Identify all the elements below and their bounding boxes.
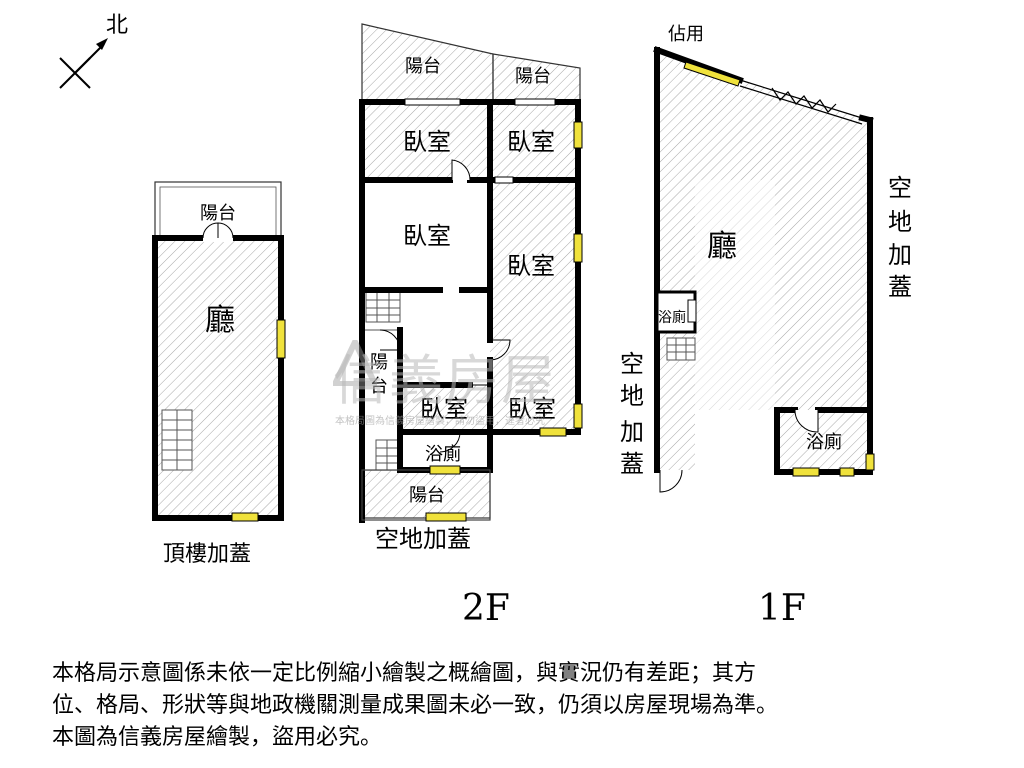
rooftop-hall-label: 廳 [205, 303, 235, 338]
floor-2-plan: 陽台 陽台 臥室 臥室 臥室 臥室 臥室 臥室 陽 台 浴廁 陽台 空地加蓋 2… [359, 23, 583, 629]
2f-bedroom-label: 臥室 [403, 128, 451, 156]
2f-bedroom-label: 臥室 [403, 222, 451, 250]
2f-floor-label: 2F [462, 588, 510, 629]
2f-bedroom-label: 臥室 [508, 395, 556, 423]
floor-1-plan: 佔用 廳 浴廁 浴廁 空 地 加 蓋 空 地 加 蓋 1F [620, 24, 912, 629]
2f-balcony-bottom-label: 陽台 [409, 485, 445, 506]
1f-right-addition-label: 蓋 [888, 273, 912, 301]
1f-bath-label: 浴廁 [806, 431, 842, 453]
window-icon [425, 512, 467, 522]
window-icon [276, 319, 286, 359]
north-compass-icon: 北 [59, 13, 128, 89]
1f-left-addition-label: 加 [620, 418, 644, 446]
rooftop-plan: 陽台 廳 頂樓加蓋 [152, 181, 286, 567]
window-icon [231, 512, 259, 522]
2f-balcony-right-label: 陽台 [515, 66, 551, 87]
2f-side-balcony-label: 陽 [370, 352, 388, 373]
1f-left-addition-label: 地 [620, 382, 644, 410]
1f-bath-small-label: 浴廁 [658, 309, 686, 326]
window-icon [839, 467, 855, 477]
2f-bedroom-label: 臥室 [420, 395, 468, 423]
brand-logo-icon [333, 340, 377, 386]
watermark-brand: 信義房屋 [333, 349, 557, 412]
1f-hall-label: 廳 [707, 229, 737, 264]
1f-right-addition-label: 空 [888, 174, 912, 202]
1f-right-addition-label: 地 [888, 208, 912, 236]
window-icon [573, 121, 583, 149]
1f-right-addition-label: 加 [888, 241, 912, 269]
watermark-note: 本格局圖為信義房屋繪製，請勿盜用，違者必究 [335, 416, 545, 427]
window-icon [865, 453, 875, 471]
window-icon [792, 467, 820, 477]
rooftop-caption: 頂樓加蓋 [163, 542, 251, 567]
window-icon [539, 427, 567, 437]
2f-side-balcony-label: 台 [370, 376, 388, 397]
1f-left-addition-label: 空 [620, 350, 644, 378]
disclaimer-text: 本格局示意圖係未依一定比例縮小繪製之概繪圖，與實況仍有差距；其方 位、格局、形狀… [52, 658, 982, 754]
2f-bedroom-label: 臥室 [507, 252, 555, 280]
1f-left-addition-label: 蓋 [620, 450, 644, 478]
disclaimer-line: 本格局示意圖係未依一定比例縮小繪製之概繪圖，與實況仍有差距；其方 [52, 661, 757, 686]
2f-bath-label: 浴廁 [425, 443, 461, 465]
window-icon [573, 233, 583, 263]
2f-bedroom-label: 臥室 [507, 128, 555, 156]
disclaimer-line: 位、格局、形狀等與地政機關測量成果圖未必一致，仍須以房屋現場為準。 [52, 693, 779, 718]
window-icon [573, 403, 583, 429]
2f-balcony-left-label: 陽台 [405, 56, 441, 77]
1f-floor-label: 1F [758, 588, 806, 629]
window-icon [429, 465, 461, 475]
disclaimer-line: 本圖為信義房屋繪製，盜用必究。 [52, 725, 383, 750]
window-icon [683, 61, 741, 87]
north-label: 北 [106, 13, 128, 38]
2f-caption: 空地加蓋 [375, 525, 471, 553]
1f-occupied-label: 佔用 [668, 24, 704, 45]
rooftop-balcony-label: 陽台 [200, 203, 236, 224]
